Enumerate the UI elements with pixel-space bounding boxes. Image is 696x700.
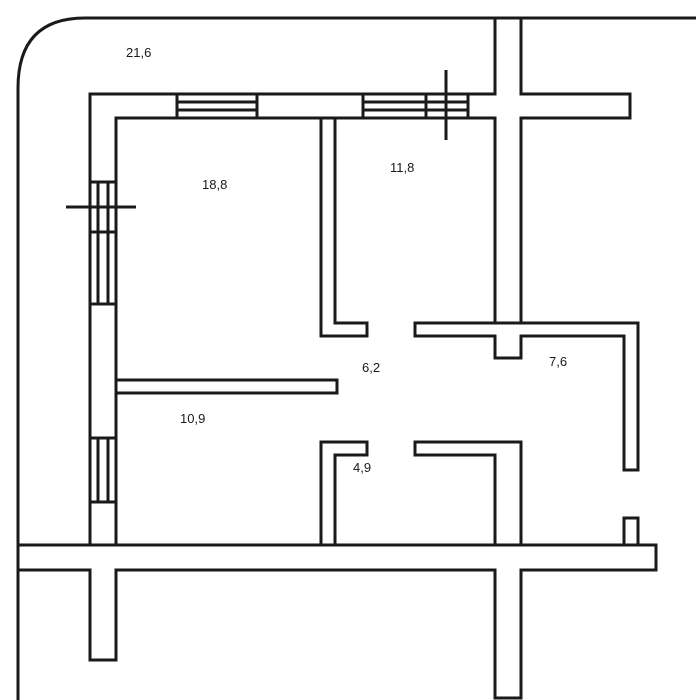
label-room-right-area: 7,6	[549, 354, 567, 369]
window-top-right	[361, 70, 470, 140]
window-left-lower	[88, 436, 118, 504]
top-wall-middle	[255, 92, 365, 120]
right-stub	[622, 516, 640, 547]
label-bath-area: 4,9	[353, 460, 371, 475]
label-room-left-bottom-area: 10,9	[180, 411, 205, 426]
window-top-left	[175, 92, 259, 120]
bottom-wall	[16, 543, 658, 700]
partition-vertical-upper	[319, 116, 369, 338]
label-hall-area: 6,2	[362, 360, 380, 375]
site-boundary	[16, 16, 696, 700]
partition-bath-right	[413, 440, 523, 547]
label-room-left-top-area: 18,8	[202, 177, 227, 192]
window-left	[66, 180, 136, 306]
left-wall-mid	[88, 302, 118, 440]
partition-bath-left	[319, 440, 369, 547]
partition-hall-top-right	[413, 321, 640, 472]
top-wall-right-corner	[466, 16, 632, 325]
left-wall-low	[88, 500, 118, 547]
top-wall-left	[88, 92, 179, 184]
label-outer-area: 21,6	[126, 45, 151, 60]
partition-horizontal-left	[114, 378, 339, 395]
label-room-right-top-area: 11,8	[390, 160, 414, 175]
